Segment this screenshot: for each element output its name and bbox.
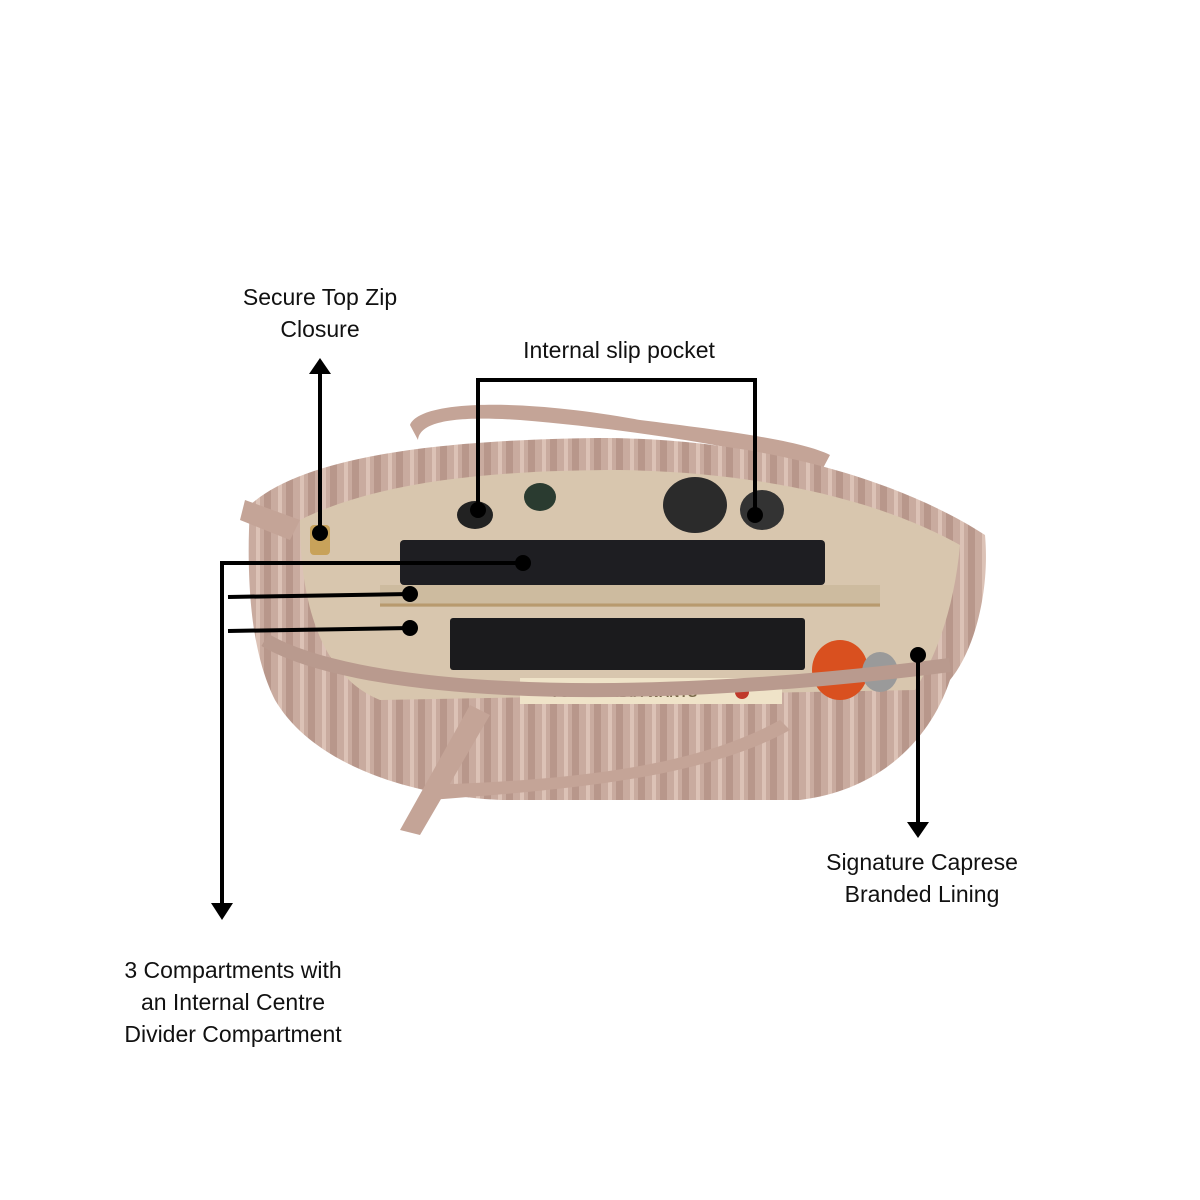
- annotation-markers: [211, 358, 929, 920]
- label-line: Divider Compartment: [124, 1021, 342, 1047]
- arrow-down-icon: [211, 903, 233, 920]
- compartments-pointer: [227, 592, 411, 599]
- compartments-pointer: [220, 561, 523, 905]
- label-slip-pocket: Internal slip pocket: [523, 334, 715, 366]
- back-handle: [410, 404, 830, 470]
- front-handle: [400, 705, 490, 835]
- label-line: Signature Caprese: [826, 849, 1018, 875]
- label-top-zip: Secure Top Zip Closure: [243, 281, 397, 345]
- bottle: [524, 483, 556, 511]
- label-line: Branded Lining: [844, 881, 1000, 907]
- label-line: an Internal Centre: [140, 989, 326, 1015]
- divider-zip: [380, 585, 880, 607]
- label-line: Secure Top Zip: [242, 284, 398, 310]
- annotation-lines: [220, 372, 920, 905]
- notebook: [450, 618, 805, 670]
- arrow-down-icon: [907, 822, 929, 838]
- jar: [740, 490, 784, 530]
- label-line: Closure: [280, 316, 360, 342]
- jar: [663, 477, 727, 533]
- laptop: [400, 540, 825, 585]
- slip-pocket-bracket: [476, 378, 757, 515]
- front-handle: [430, 720, 790, 800]
- arrow-up-icon: [309, 358, 331, 374]
- label-branded-lining: Signature Caprese Branded Lining: [826, 846, 1018, 910]
- label-line: Internal slip pocket: [523, 337, 715, 363]
- compartments-pointer: [227, 626, 411, 633]
- label-line: 3 Compartments with: [124, 957, 342, 983]
- label-compartments: 3 Compartments with an Internal Centre D…: [124, 954, 341, 1050]
